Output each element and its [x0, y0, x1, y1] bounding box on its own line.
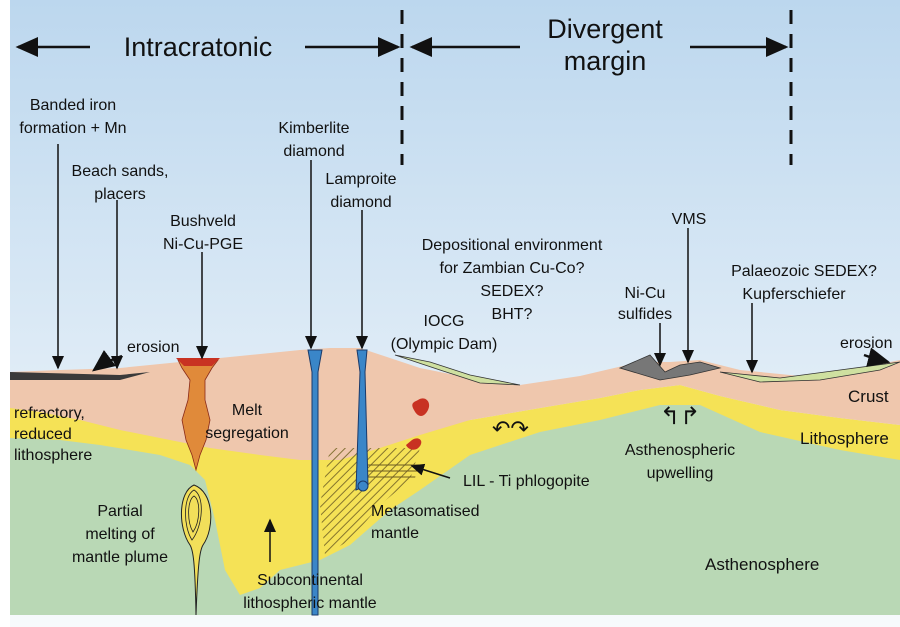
lil-label: LIL - Ti phlogopite [463, 473, 590, 490]
upwelling-label-2: upwelling [647, 465, 714, 482]
iocg-label-1: IOCG [424, 313, 465, 330]
bushveld-label-2: Ni-Cu-PGE [163, 236, 243, 253]
intracratonic-label: Intracratonic [124, 32, 273, 62]
lithosphere-layer-label: Lithosphere [800, 429, 889, 448]
nicu-label-2: sulfides [618, 306, 672, 323]
melt-label-2: segregation [205, 425, 289, 442]
bushveld-label-1: Bushveld [170, 213, 236, 230]
erosion-right-label: erosion [840, 335, 892, 352]
banded-iron-label-2: formation + Mn [19, 120, 126, 137]
beach-sands-label-2: placers [94, 186, 146, 203]
lamproite-label-2: diamond [330, 194, 391, 211]
partial-label-2: melting of [85, 526, 155, 543]
kimberlite-label-1: Kimberlite [278, 120, 349, 137]
melt-label-1: Melt [232, 402, 263, 419]
erosion-left-label: erosion [127, 339, 179, 356]
partial-label-3: mantle plume [72, 549, 168, 566]
subcontinental-label-1: Subcontinental [257, 572, 363, 589]
nicu-label-1: Ni-Cu [625, 285, 666, 302]
vms-label: VMS [672, 211, 707, 228]
partial-label-1: Partial [97, 503, 142, 520]
asthenosphere-layer-label: Asthenosphere [705, 555, 819, 574]
metasomatised-label-1: Metasomatised [371, 503, 480, 520]
refractory-label-1: refractory, [14, 405, 85, 422]
subcontinental-label-2: lithospheric mantle [243, 595, 377, 612]
upwelling-arrows: ↰↱ [660, 402, 700, 430]
convection-arrows: ↶↷ [492, 417, 529, 442]
palaeozoic-label-1: Palaeozoic SEDEX? [731, 263, 877, 280]
upwelling-label-1: Asthenospheric [625, 442, 735, 459]
divergent-label-2: margin [564, 46, 647, 76]
kimberlite-label-2: diamond [283, 143, 344, 160]
depositional-label-3: SEDEX? [480, 283, 543, 300]
beach-sands-label-1: Beach sands, [72, 163, 169, 180]
crust-layer-label: Crust [848, 387, 889, 406]
depositional-label-2: for Zambian Cu-Co? [440, 260, 585, 277]
iocg-label-2: (Olympic Dam) [391, 336, 498, 353]
banded-iron-label-1: Banded iron [30, 97, 116, 114]
refractory-label-3: lithosphere [14, 447, 92, 464]
divergent-label-1: Divergent [547, 14, 663, 44]
refractory-label-2: reduced [14, 426, 72, 443]
lamproite-label-1: Lamproite [325, 171, 396, 188]
depositional-label-4: BHT? [492, 306, 533, 323]
lamproite-root [358, 481, 368, 491]
metasomatised-label-2: mantle [371, 525, 419, 542]
phlogopite-hatch [360, 462, 420, 478]
depositional-label-1: Depositional environment [422, 237, 603, 254]
palaeozoic-label-2: Kupferschiefer [742, 286, 846, 303]
